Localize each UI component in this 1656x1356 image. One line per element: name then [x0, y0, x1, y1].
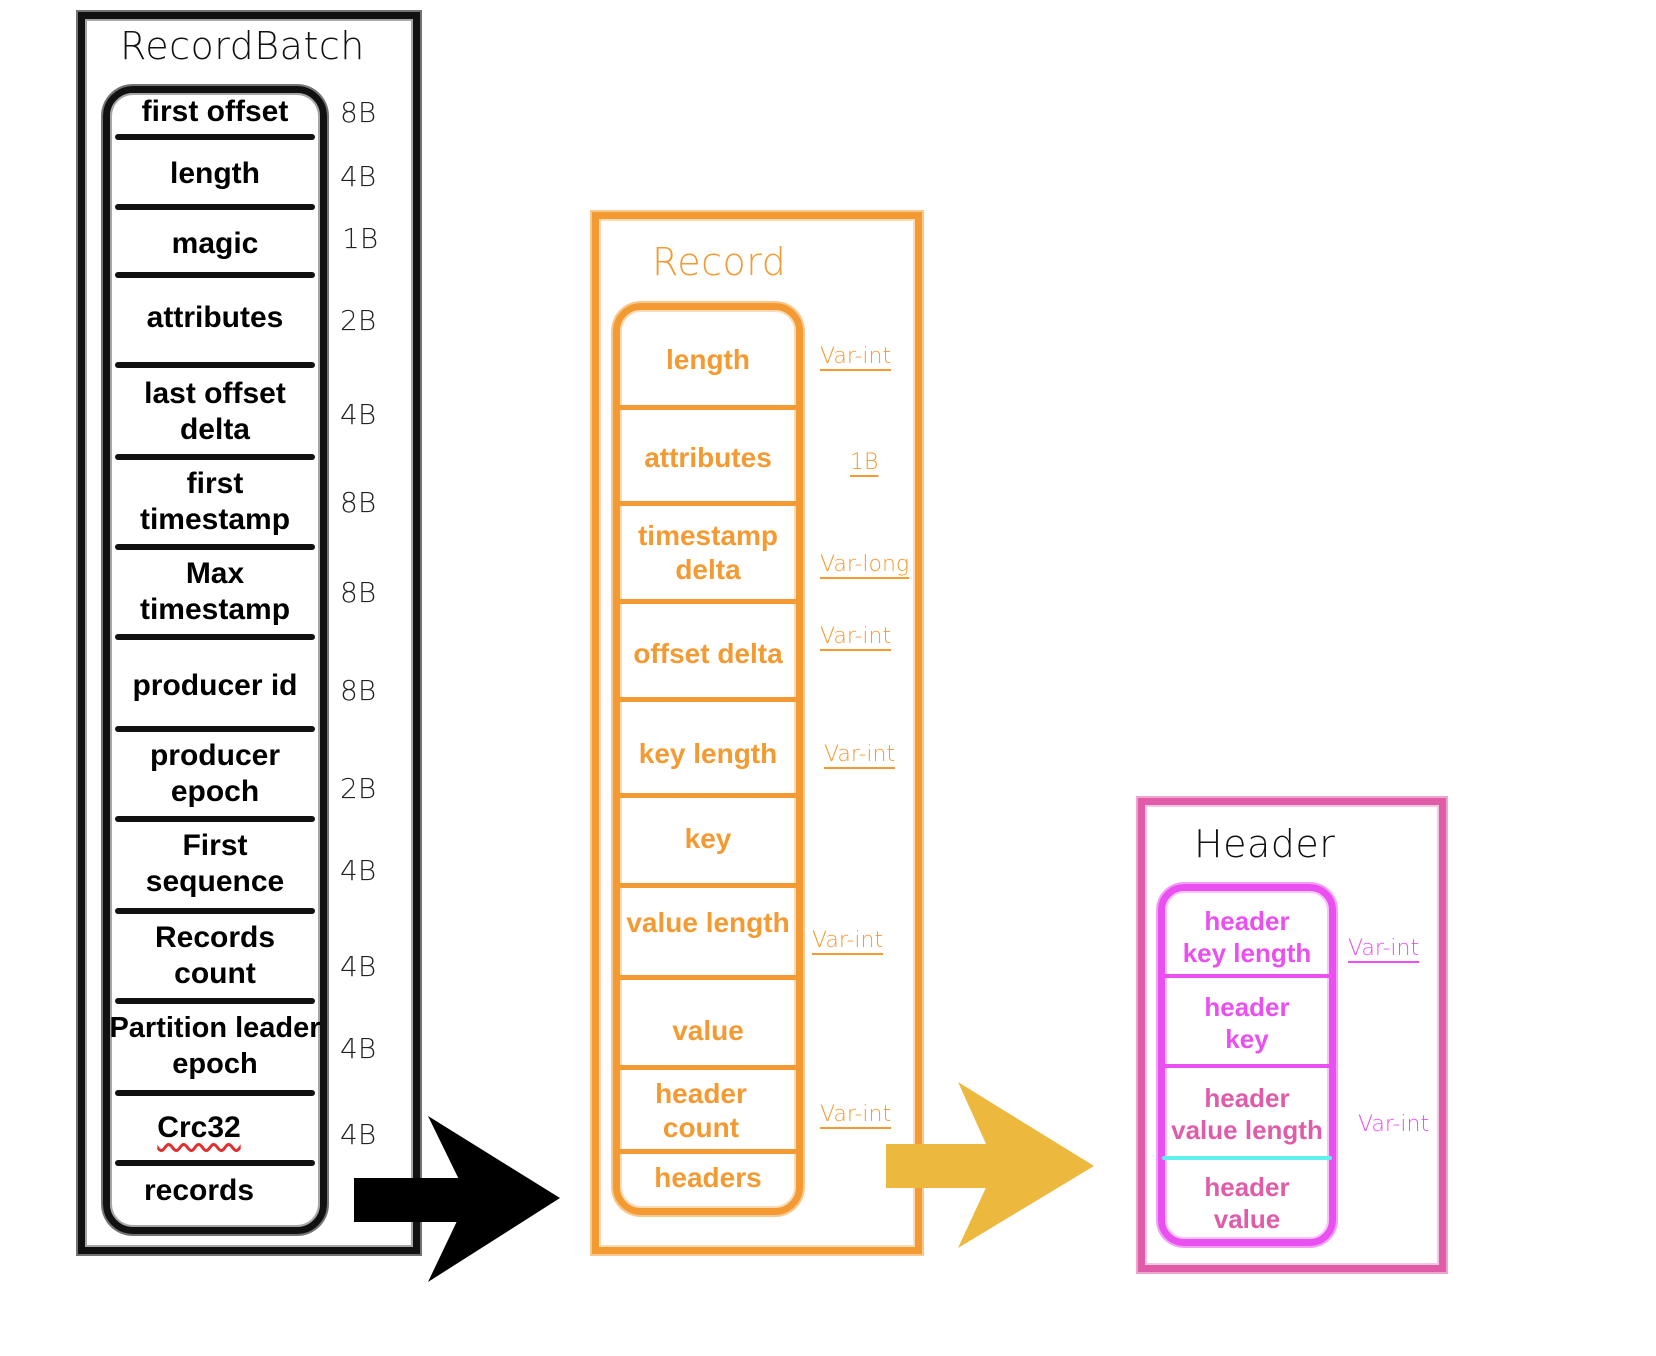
rec-separator	[617, 883, 799, 888]
rb-size-partition-leader-epoch: 4B	[340, 1032, 377, 1065]
rec-size-value-length: Var-int	[812, 928, 884, 953]
arrow-black-icon	[354, 1116, 560, 1282]
rb-separator	[115, 998, 315, 1004]
rb-separator	[115, 816, 315, 822]
hdr-field-key: header key	[1204, 992, 1290, 1054]
rec-field-value: value	[672, 1015, 744, 1046]
rb-size-first-offset: 8B	[340, 96, 377, 129]
hdr-field-value-length: header value length	[1171, 1083, 1323, 1145]
rb-size-length: 4B	[340, 160, 377, 193]
rb-field-producer-id: producer id	[132, 669, 298, 702]
rb-field-producer-epoch: producer epoch	[149, 739, 281, 808]
rec-separator	[617, 1149, 799, 1154]
rb-field-first-timestamp: first timestamp	[139, 467, 291, 536]
rec-separator	[617, 405, 799, 410]
recordbatch-outer-box	[78, 12, 420, 1254]
rec-size-length: Var-int	[820, 344, 892, 369]
rb-size-first-sequence: 4B	[340, 854, 377, 887]
rb-field-records: records	[143, 1174, 255, 1207]
rec-separator	[617, 697, 799, 702]
rec-size-timestamp-delta: Var-long	[820, 552, 910, 577]
arrow-yellow-icon	[886, 1082, 1094, 1248]
rb-separator	[115, 204, 315, 210]
hdr-separator-cyan	[1162, 1156, 1332, 1160]
rec-separator	[617, 793, 799, 798]
header-title: Header	[1194, 822, 1336, 866]
rec-field-value-length: value length	[626, 907, 790, 938]
rec-field-length: length	[666, 344, 750, 375]
record-fields: length attributes timestamp delta offset…	[613, 303, 803, 1215]
rec-size-attributes: 1B	[850, 450, 879, 475]
rb-field-max-timestamp: Max timestamp	[139, 557, 291, 626]
rb-field-magic: magic	[171, 227, 259, 260]
rb-size-producer-epoch: 2B	[340, 772, 377, 805]
rec-separator	[617, 501, 799, 506]
rb-field-attributes: attributes	[146, 301, 284, 334]
recordbatch-fields-box	[103, 86, 327, 1234]
rb-separator	[115, 454, 315, 460]
hdr-separator	[1162, 1064, 1332, 1068]
rec-size-key-length: Var-int	[824, 742, 896, 767]
rb-separator	[115, 272, 315, 278]
rec-separator	[617, 975, 799, 980]
rb-size-magic: 1B	[342, 222, 379, 255]
rec-field-key-length: key length	[638, 738, 778, 769]
rec-field-key: key	[684, 823, 732, 854]
rb-separator	[115, 908, 315, 914]
record-title: Record	[652, 240, 787, 284]
rb-separator	[115, 544, 315, 550]
rb-field-length: length	[170, 157, 260, 190]
rb-separator	[115, 134, 315, 140]
rb-size-max-timestamp: 8B	[340, 576, 377, 609]
rb-separator	[115, 634, 315, 640]
rb-size-last-offset-delta: 4B	[340, 398, 377, 431]
rec-field-headers: headers	[654, 1162, 762, 1193]
rb-separator	[115, 1160, 315, 1166]
rec-size-header-count: Var-int	[820, 1102, 892, 1127]
record-outer-box	[592, 212, 922, 1254]
rb-field-crc32: Crc32	[103, 1098, 327, 1158]
hdr-field-key-length: header key length	[1182, 906, 1312, 968]
recordbatch-fields: first offset length magic attributes las…	[103, 86, 327, 1234]
hdr-field-value: header value	[1204, 1172, 1290, 1234]
rec-size-offset-delta: Var-int	[820, 624, 892, 649]
hdr-size-key-length: Var-int	[1348, 936, 1420, 961]
rec-field-header-count: header count	[655, 1078, 747, 1143]
rec-field-offset-delta: offset delta	[633, 638, 783, 669]
rb-separator	[115, 726, 315, 732]
rb-size-producer-id: 8B	[340, 674, 377, 707]
rb-field-first-sequence: First sequence	[145, 829, 285, 898]
rb-field-partition-leader-epoch: Partition leader epoch	[109, 1012, 321, 1080]
rb-crc32-label: Crc32	[157, 1111, 241, 1144]
rec-separator	[617, 1065, 799, 1070]
rb-size-attributes: 2B	[340, 304, 377, 337]
rb-field-first-offset: first offset	[141, 95, 289, 128]
rb-separator	[115, 1090, 315, 1096]
rec-field-attributes: attributes	[644, 442, 772, 473]
header-outer-box	[1138, 798, 1446, 1272]
rb-field-last-offset-delta: last offset delta	[144, 377, 286, 446]
rec-separator	[617, 599, 799, 604]
recordbatch-title: RecordBatch	[120, 24, 365, 68]
rb-size-records-count: 4B	[340, 950, 377, 983]
record-fields-box	[613, 303, 803, 1215]
header-fields: header key length header key header valu…	[1158, 884, 1336, 1246]
hdr-size-value-length: Var-int	[1358, 1112, 1430, 1137]
rb-size-crc32: 4B	[340, 1118, 377, 1151]
hdr-separator	[1162, 974, 1332, 978]
rb-field-records-count: Records count	[154, 921, 276, 990]
rec-field-timestamp-delta: timestamp delta	[637, 520, 779, 585]
header-fields-box	[1158, 884, 1336, 1246]
rb-separator	[115, 362, 315, 368]
rb-size-first-timestamp: 8B	[340, 486, 377, 519]
